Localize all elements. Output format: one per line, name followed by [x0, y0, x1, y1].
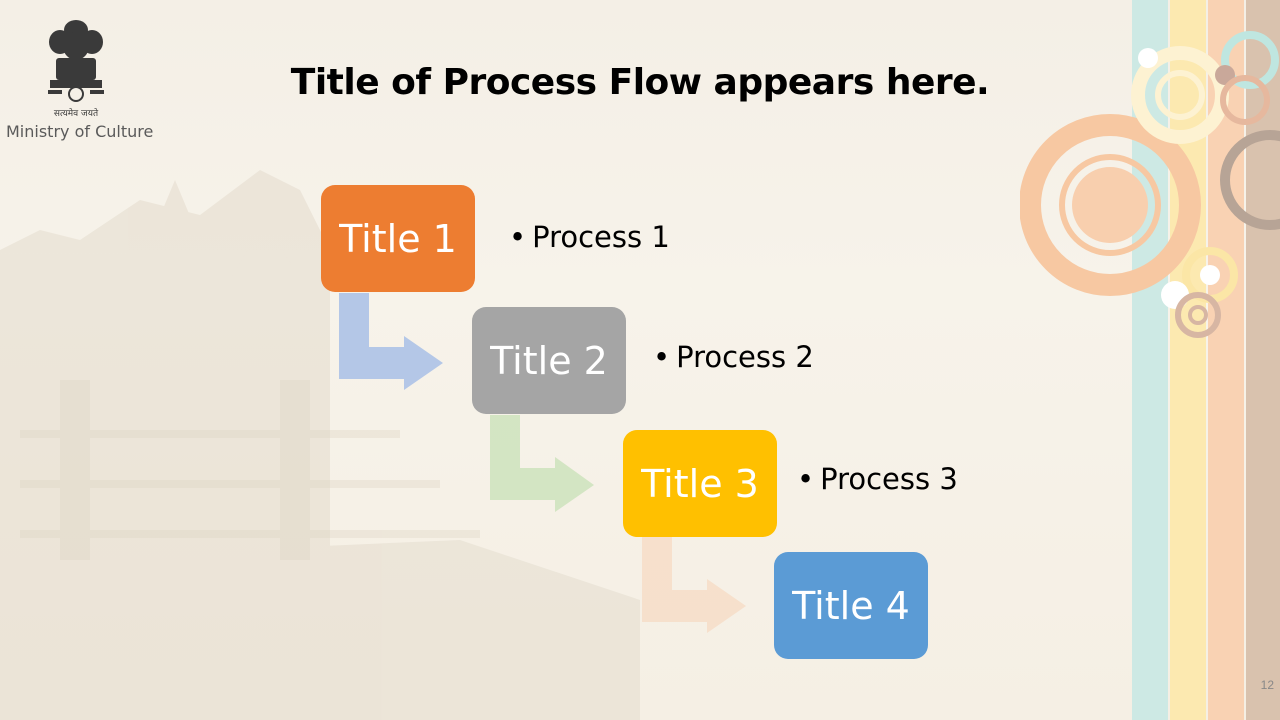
slide-title: Title of Process Flow appears here.	[290, 62, 990, 103]
page-number: 12	[1260, 678, 1274, 692]
decorative-stripes-circles	[1020, 0, 1280, 720]
connector-arrow-2	[490, 415, 594, 512]
step-3-process-item: •Process 3	[797, 462, 958, 496]
step-4-title-box: Title 4	[774, 552, 928, 659]
step-1-process-item: •Process 1	[509, 220, 670, 254]
connector-arrow-3	[642, 537, 746, 633]
bullet-icon: •	[797, 462, 815, 496]
step-2-process-text: Process 2	[676, 340, 814, 374]
bullet-icon: •	[509, 220, 527, 254]
connector-arrow-1	[339, 293, 443, 390]
ministry-label: Ministry of Culture	[6, 122, 154, 141]
bullet-icon: •	[653, 340, 671, 374]
step-2-title-box: Title 2	[472, 307, 626, 414]
step-1-title-box: Title 1	[321, 185, 475, 292]
step-3-title-box: Title 3	[623, 430, 777, 537]
national-emblem-logo: सत्यमेव जयते	[48, 20, 104, 119]
step-2-process-item: •Process 2	[653, 340, 814, 374]
step-3-process-text: Process 3	[820, 462, 958, 496]
step-1-process-text: Process 1	[532, 220, 670, 254]
svg-text:सत्यमेव जयते: सत्यमेव जयते	[54, 107, 99, 119]
